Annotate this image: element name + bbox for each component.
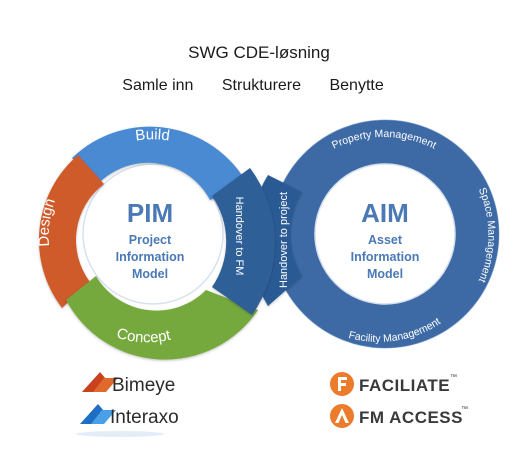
bimeye-logo: Bimeye bbox=[82, 372, 175, 396]
interaxo-mark-icon bbox=[80, 404, 104, 424]
pim-handover-segment bbox=[212, 168, 275, 315]
concept-segment bbox=[66, 276, 258, 360]
handover-to-fm-label: Handover to FM bbox=[233, 197, 245, 276]
aim-line-3: Model bbox=[367, 267, 403, 281]
bimeye-wordmark: Bimeye bbox=[112, 375, 175, 396]
bimeye-mark-icon bbox=[82, 372, 106, 392]
pim-center bbox=[82, 163, 224, 305]
fm-access-logo: FM ACCESS ™ bbox=[330, 404, 468, 428]
build-segment bbox=[72, 126, 248, 200]
aim-line-2: Information bbox=[351, 250, 420, 264]
pim-acronym: PIM bbox=[127, 198, 173, 228]
phase-structure: Strukturere bbox=[221, 77, 302, 94]
aim-line-1: Asset bbox=[368, 233, 403, 247]
aim-ring bbox=[271, 120, 499, 348]
build-label: Build bbox=[134, 126, 170, 144]
design-segment bbox=[38, 155, 104, 308]
pim-line-3: Model bbox=[132, 267, 168, 281]
handover-to-project-label: Handover to project bbox=[278, 192, 290, 288]
fm-access-wordmark: FM ACCESS bbox=[359, 408, 463, 427]
phase-labels: Samle inn Strukturere Benytte bbox=[0, 77, 518, 95]
faciliate-wordmark: FACILIATE bbox=[359, 376, 450, 395]
diagram-title: SWG CDE-løsning bbox=[188, 43, 330, 62]
fm-access-mark-icon bbox=[330, 404, 354, 428]
phase-collect: Samle inn bbox=[122, 77, 194, 94]
aim-center bbox=[314, 163, 456, 305]
pim-line-1: Project bbox=[129, 233, 172, 247]
concept-label: Concept bbox=[115, 325, 173, 346]
interaxo-logo: Interaxo bbox=[76, 404, 179, 437]
faciliate-logo: FACILIATE ™ bbox=[330, 372, 457, 396]
interaxo-wordmark: Interaxo bbox=[110, 407, 179, 428]
pim-line-2: Information bbox=[116, 250, 185, 264]
faciliate-tm: ™ bbox=[450, 374, 457, 381]
aim-acronym: AIM bbox=[361, 198, 409, 228]
fm-access-tm: ™ bbox=[461, 406, 468, 413]
phase-use: Benytte bbox=[329, 77, 384, 94]
